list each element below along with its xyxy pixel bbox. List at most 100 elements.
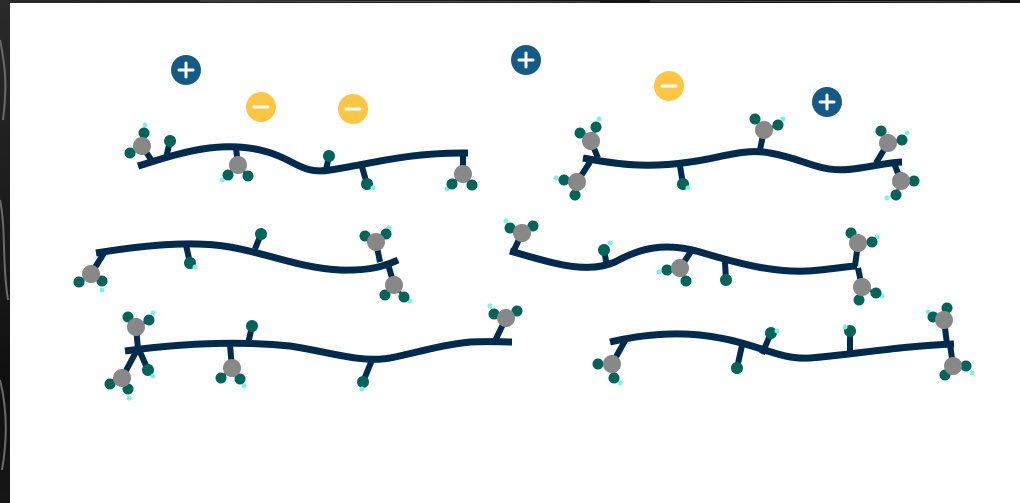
- side-atom: [590, 121, 602, 133]
- terminal-atom: [598, 244, 610, 256]
- plus-ion-icon: [171, 55, 201, 85]
- side-atom: [222, 169, 234, 181]
- center-atom: [513, 224, 531, 242]
- side-group-icon: [245, 320, 258, 345]
- side-group-icon: [359, 166, 376, 191]
- polymer-chain-icon: [582, 148, 903, 174]
- center-atom: [223, 359, 241, 377]
- side-group-icon: [656, 248, 695, 287]
- side-atom: [504, 222, 516, 234]
- side-group-icon: [183, 244, 198, 270]
- side-atom: [608, 372, 620, 384]
- side-group-icon: [124, 122, 155, 163]
- hydrogen-atom: [142, 122, 148, 128]
- side-atom: [511, 305, 523, 317]
- side-group-icon: [720, 261, 732, 286]
- hydrogen-atom: [617, 380, 623, 386]
- center-atom: [82, 265, 100, 283]
- side-atom: [569, 189, 581, 201]
- plus-ion-icon: [511, 45, 541, 75]
- side-group-icon: [359, 225, 392, 263]
- hydrogen-atom: [607, 240, 613, 246]
- side-atom: [124, 147, 136, 159]
- side-group-icon: [939, 343, 975, 381]
- center-atom: [582, 132, 600, 150]
- side-atom: [215, 372, 227, 384]
- side-atom: [466, 179, 478, 191]
- center-atom: [497, 309, 515, 327]
- side-atom: [558, 174, 570, 186]
- side-group-icon: [873, 125, 910, 165]
- polymer-chain-layer: [95, 143, 955, 363]
- hydrogen-atom: [904, 130, 910, 136]
- side-group-icon: [503, 218, 539, 252]
- side-group-icon: [845, 227, 880, 267]
- side-group-icon: [215, 344, 247, 389]
- center-atom: [127, 318, 145, 336]
- side-group-icon: [598, 240, 613, 267]
- side-group-icon: [252, 228, 267, 251]
- hydrogen-atom: [553, 175, 559, 181]
- side-group-icon: [853, 267, 885, 306]
- center-atom: [849, 234, 867, 252]
- side-atom: [875, 125, 887, 137]
- side-atom: [772, 119, 784, 131]
- side-atom: [853, 294, 865, 306]
- hydrogen-atom: [656, 269, 662, 275]
- polymer-chain-icon: [609, 330, 955, 362]
- side-group-icon: [379, 263, 413, 304]
- side-atom: [96, 275, 108, 287]
- side-group-icon: [104, 350, 139, 401]
- side-atom: [234, 373, 246, 385]
- side-group-icon: [749, 113, 786, 151]
- minus-ion-icon: [338, 94, 368, 124]
- side-atom: [896, 134, 908, 146]
- side-group-icon: [553, 160, 593, 201]
- hydrogen-atom: [969, 370, 975, 376]
- hydrogen-atom: [774, 328, 780, 334]
- terminal-atom: [246, 320, 258, 332]
- hydrogen-atom: [685, 185, 691, 191]
- center-atom: [454, 165, 472, 183]
- side-atom: [890, 189, 902, 201]
- hydrogen-atom: [192, 264, 198, 270]
- center-atom: [935, 311, 953, 329]
- side-atom: [527, 220, 539, 232]
- center-atom: [892, 172, 910, 190]
- side-atom: [592, 358, 604, 370]
- hydrogen-atom: [241, 383, 247, 389]
- side-atom: [661, 264, 673, 276]
- side-group-icon: [759, 327, 780, 356]
- minus-ion-icon: [654, 71, 684, 101]
- side-group-icon: [163, 135, 176, 159]
- center-atom: [568, 173, 586, 191]
- terminal-atom: [765, 327, 777, 339]
- side-group-icon: [574, 116, 602, 160]
- side-atom: [446, 178, 458, 190]
- plus-ion-icon: [812, 87, 842, 117]
- side-atom: [138, 127, 150, 139]
- hydrogen-atom: [596, 116, 602, 122]
- center-atom: [879, 134, 897, 152]
- side-atom: [379, 289, 391, 301]
- side-atom: [574, 127, 586, 139]
- polymer-chain-icon: [137, 143, 469, 175]
- side-atom: [488, 308, 500, 320]
- side-atom: [941, 302, 953, 314]
- center-atom: [853, 278, 871, 296]
- side-group-icon: [219, 147, 254, 183]
- terminal-atom: [323, 150, 335, 162]
- side-atom: [143, 314, 155, 326]
- center-atom: [385, 276, 403, 294]
- side-atom: [870, 287, 882, 299]
- side-group-icon: [925, 302, 953, 345]
- side-atom: [242, 170, 254, 182]
- hydrogen-atom: [503, 218, 509, 224]
- side-atom: [908, 175, 920, 187]
- hydrogen-atom: [150, 373, 156, 379]
- ion-layer: [171, 45, 842, 124]
- terminal-atom: [720, 274, 732, 286]
- center-atom: [603, 355, 621, 373]
